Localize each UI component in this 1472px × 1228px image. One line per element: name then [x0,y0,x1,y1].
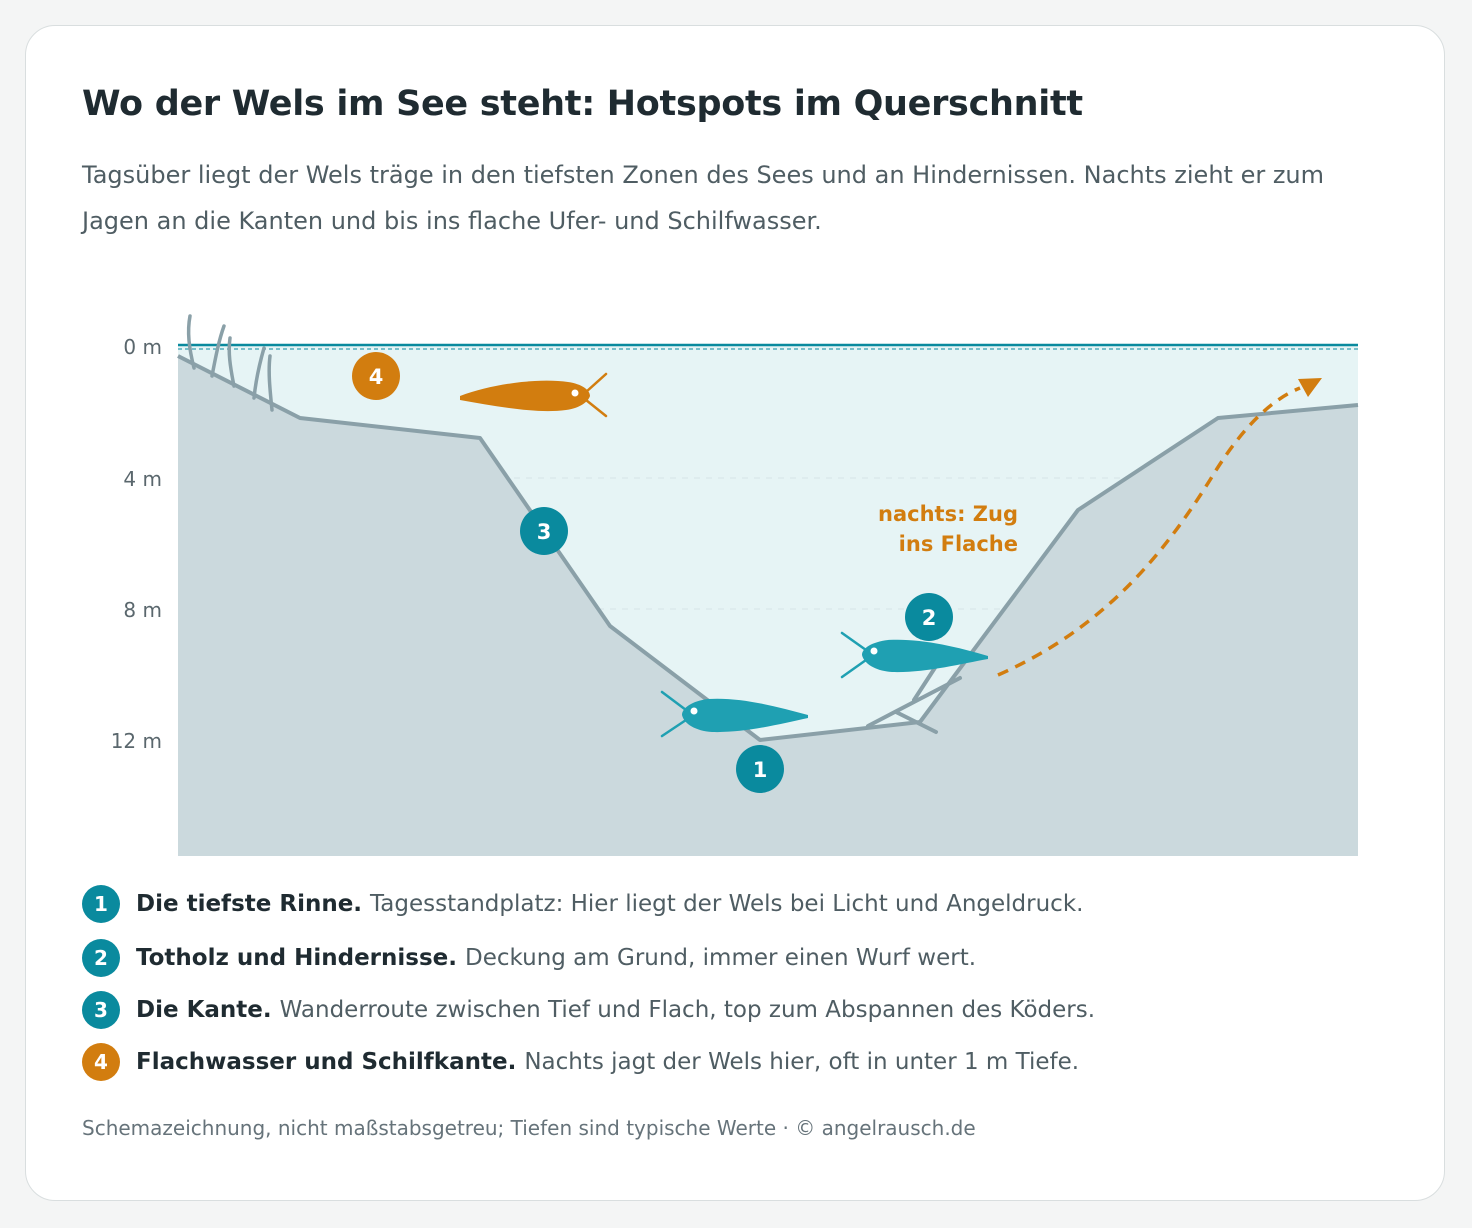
legend-item-4: 4 Flachwasser und Schilfkante. Nachts ja… [82,1042,1079,1082]
legend-item-2: 2 Totholz und Hindernisse. Deckung am Gr… [82,938,976,978]
legend-title-3: Die Kante. [136,997,272,1023]
legend-marker-1: 1 [82,885,120,923]
footnote: Schemazeichnung, nicht maßstabsgetreu; T… [82,1116,976,1140]
legend-item-3: 3 Die Kante. Wanderroute zwischen Tief u… [82,990,1095,1030]
legend-marker-2: 2 [82,939,120,977]
legend-title-1: Die tiefste Rinne. [136,891,363,917]
legend-marker-3: 3 [82,991,120,1029]
legend-text-1: Tagesstandplatz: Hier liegt der Wels bei… [370,891,1084,917]
legend-item-1: 1 Die tiefste Rinne. Tagesstandplatz: Hi… [82,884,1083,924]
legend-marker-4: 4 [82,1043,120,1081]
legend-text-4: Nachts jagt der Wels hier, oft in unter … [524,1049,1080,1075]
legend-text-2: Deckung am Grund, immer einen Wurf wert. [465,945,977,971]
legend-title-2: Totholz und Hindernisse. [136,945,457,971]
page-title: Wo der Wels im See steht: Hotspots im Qu… [82,84,1083,124]
legend-text-3: Wanderroute zwischen Tief und Flach, top… [279,997,1096,1023]
lead-paragraph: Tagsüber liegt der Wels träge in den tie… [82,161,1325,235]
legend-title-4: Flachwasser und Schilfkante. [136,1049,517,1075]
